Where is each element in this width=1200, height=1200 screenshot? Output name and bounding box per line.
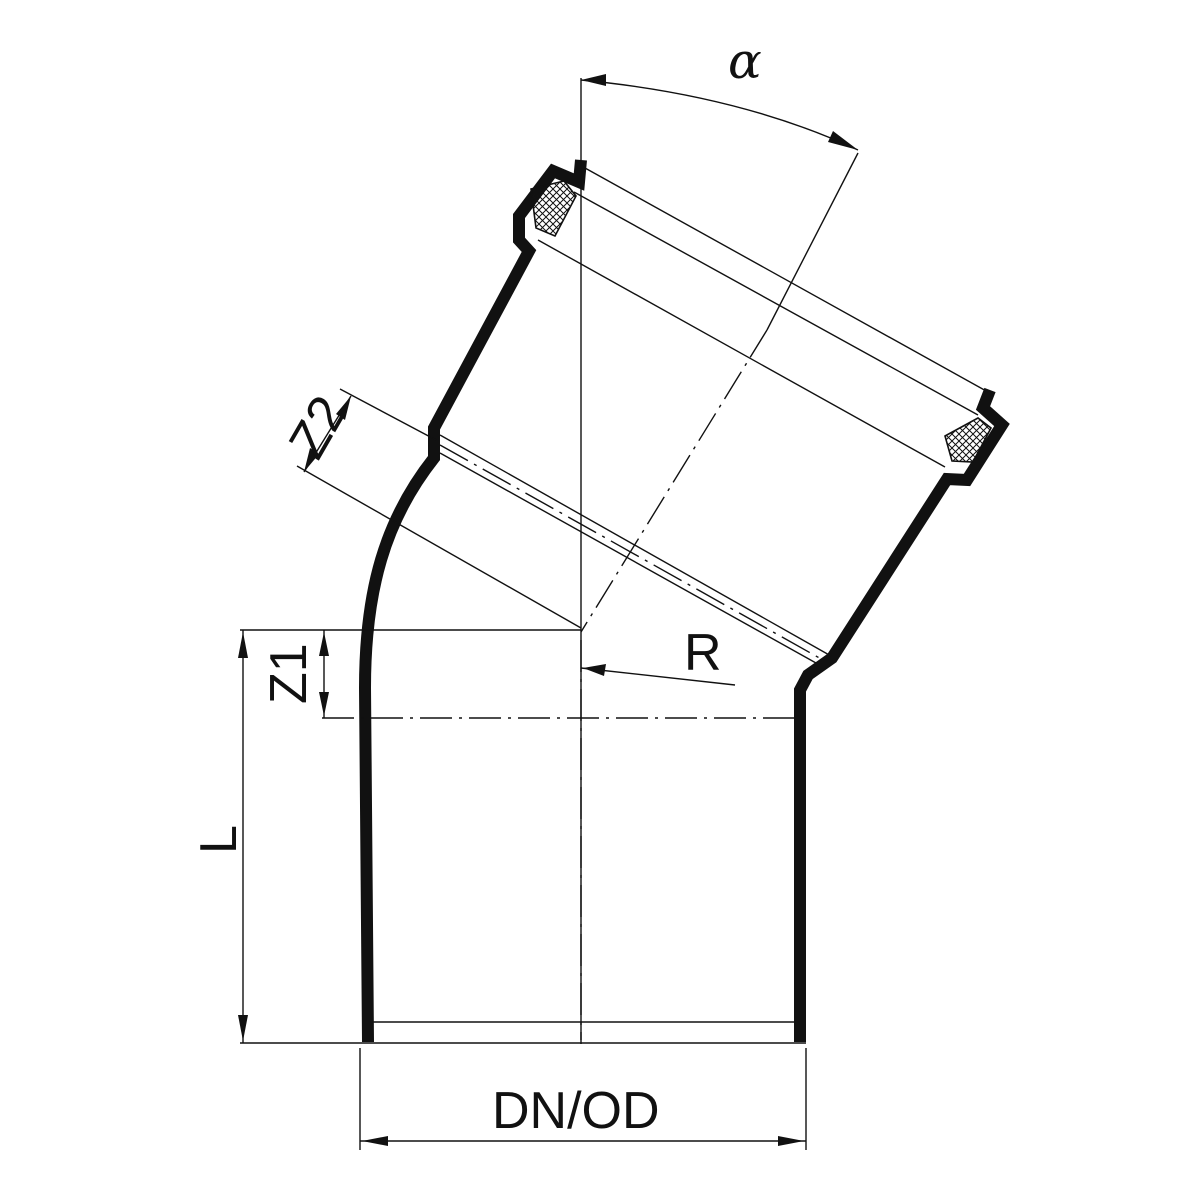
right-wall xyxy=(794,387,1010,1042)
z2-arrow-top xyxy=(336,396,351,420)
radius-arrow xyxy=(583,664,606,676)
length-label: L xyxy=(190,825,248,854)
radius-leader xyxy=(580,667,736,686)
seal-ring-right xyxy=(944,417,993,463)
dn-arrow-right xyxy=(778,1136,804,1146)
diameter-label: DN/OD xyxy=(492,1082,660,1140)
seal-ring-top xyxy=(530,180,577,238)
labels: α Z2 Z1 R L DN/OD xyxy=(190,32,762,1140)
pipe-walls xyxy=(358,159,1010,1043)
left-wall xyxy=(358,159,587,1043)
l-arrow-top xyxy=(238,632,248,658)
center-lines xyxy=(322,329,824,1040)
step-line-upper xyxy=(439,434,832,657)
alpha-arrow-left xyxy=(581,74,606,86)
z2-ext-1 xyxy=(339,388,437,441)
dimensions xyxy=(238,74,859,1150)
l-arrow-bottom xyxy=(238,1015,248,1041)
alpha-arc xyxy=(580,79,859,151)
alpha-arrow-right xyxy=(828,131,858,150)
z1-arrow-top xyxy=(319,632,329,656)
construction-lines xyxy=(240,78,989,1044)
step-centerline xyxy=(439,444,824,661)
z1-label: Z1 xyxy=(260,643,318,704)
dn-arrow-left xyxy=(362,1136,388,1146)
radius-label: R xyxy=(684,624,722,682)
socket-mouth-inner xyxy=(573,191,979,416)
socket-mouth-outer xyxy=(584,167,989,393)
z2-label: Z2 xyxy=(278,386,359,468)
alpha-label: α xyxy=(728,32,762,90)
z2-arrow-bottom xyxy=(304,448,319,472)
z2-ext-2 xyxy=(296,465,582,629)
step-line-lower xyxy=(439,452,817,664)
seal-seat-line xyxy=(537,239,946,468)
z1-arrow-bottom xyxy=(319,692,329,716)
inclined-centerline xyxy=(580,329,768,633)
alpha-leg xyxy=(766,152,859,331)
